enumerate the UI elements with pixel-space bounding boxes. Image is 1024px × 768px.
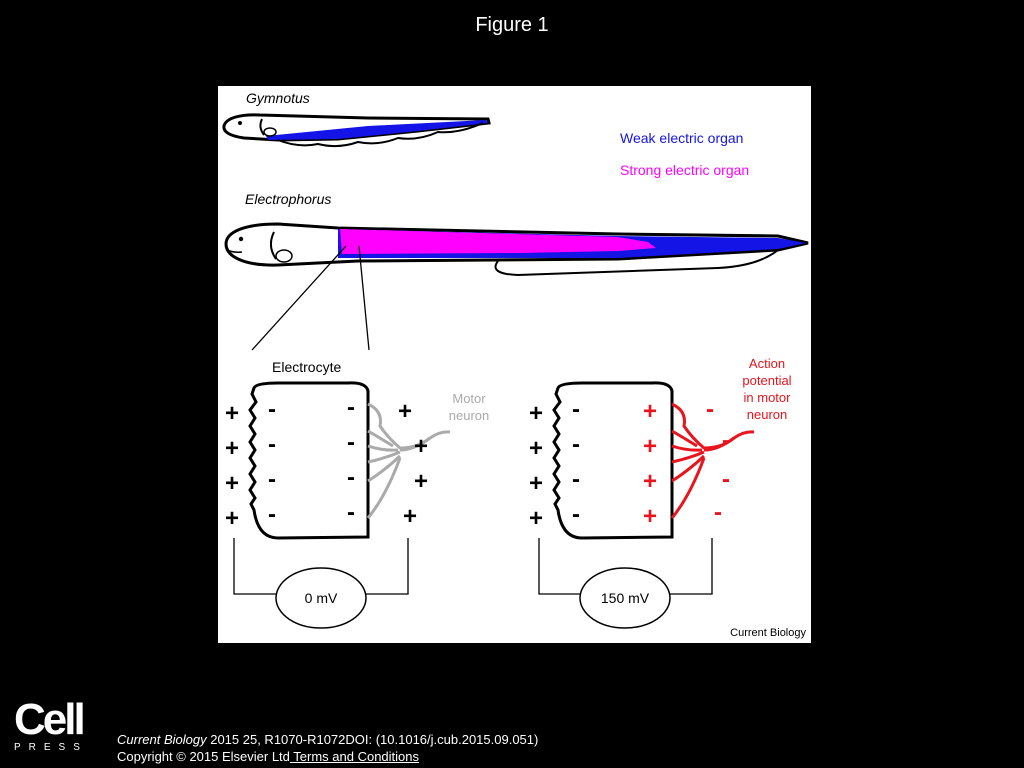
charge-outer-right-resting: + + + + (398, 398, 428, 530)
charge-plus: + (529, 435, 543, 462)
logo-sub: PRESS (14, 742, 88, 753)
charge-plus: + (398, 398, 412, 425)
voltmeter-reading-active: 150 mV (601, 590, 650, 606)
charge-plus: + (643, 468, 657, 495)
charge-plus: + (414, 433, 428, 460)
motor-neuron-label-line2: neuron (449, 408, 489, 423)
gymnotus-fish: Gymnotus (222, 90, 491, 148)
charge-minus: - (722, 466, 730, 493)
charge-plus: + (225, 400, 239, 427)
action-potential-label-line3: in motor (744, 390, 792, 405)
electrocyte-active: Action potential in motor neuron + + + +… (529, 356, 792, 629)
voltmeter-wire-right (538, 538, 581, 595)
citation-line: Current Biology 2015 25, R1070-R1072DOI:… (117, 731, 538, 748)
journal-name: Current Biology (117, 732, 207, 747)
charge-plus: + (643, 433, 657, 460)
charge-plus: + (529, 470, 543, 497)
charge-outer-right-active: - - - - (706, 396, 730, 526)
action-potential-label-line1: Action (749, 356, 785, 371)
figure-credit: Current Biology (730, 627, 806, 639)
electrocyte-resting: Motor neuron + + + + - - - - - - - - + +… (225, 381, 489, 629)
copyright-line: Copyright © 2015 Elsevier Ltd Terms and … (117, 748, 538, 765)
action-potential-label-line2: potential (742, 373, 791, 388)
motor-neuron-resting (366, 402, 451, 519)
citation-details: 2015 25, R1070-R1072DOI: (10.1016/j.cub.… (206, 732, 539, 747)
charge-minus: - (347, 464, 355, 491)
charge-minus: - (714, 499, 722, 526)
electrophorus-label: Electrophorus (245, 191, 331, 207)
action-potential-label-line4: neuron (747, 407, 787, 422)
electrophorus-fin (494, 249, 779, 277)
electrophorus-strong-organ (340, 229, 656, 254)
charge-plus: + (403, 503, 417, 530)
electrocyte-cell-right (552, 381, 674, 540)
charge-outer-left-resting: + + + + (225, 400, 239, 532)
action-potential-label: Action potential in motor neuron (742, 356, 791, 422)
legend-strong-organ: Strong electric organ (620, 162, 749, 178)
legend-weak-organ: Weak electric organ (620, 130, 743, 146)
charge-minus: - (572, 466, 580, 493)
copyright-text: Copyright © 2015 Elsevier Ltd (117, 749, 290, 764)
charge-plus: + (643, 398, 657, 425)
legend: Weak electric organ Strong electric orga… (620, 130, 749, 178)
terms-link[interactable]: Terms and Conditions (289, 749, 420, 764)
charge-plus: + (529, 400, 543, 427)
motor-neuron-active (670, 402, 755, 519)
gymnotus-eye (238, 121, 242, 125)
charge-inner-right-active: + + + + (643, 398, 657, 530)
charge-minus: - (572, 396, 580, 423)
gymnotus-label: Gymnotus (246, 90, 310, 106)
motor-neuron-label-line1: Motor (452, 391, 486, 406)
charge-minus: - (268, 501, 276, 528)
electrocyte-cell-left (248, 381, 370, 540)
charge-outer-left-active: + + + + (529, 400, 543, 532)
charge-minus: - (347, 429, 355, 456)
charge-plus: + (225, 505, 239, 532)
charge-minus: - (347, 499, 355, 526)
voltmeter-wire-right (670, 538, 713, 595)
charge-plus: + (414, 468, 428, 495)
citation: Current Biology 2015 25, R1070-R1072DOI:… (117, 731, 538, 765)
gymnotus-weak-organ (266, 120, 488, 140)
voltmeter-wire-left (364, 538, 409, 595)
electrocyte-label: Electrocyte (272, 359, 341, 375)
charge-inner-left-resting: - - - - (268, 396, 276, 528)
slide-title: Figure 1 (475, 14, 549, 36)
voltmeter-active (579, 567, 671, 629)
charge-minus: - (572, 501, 580, 528)
charge-minus: - (572, 431, 580, 458)
charge-minus: - (268, 466, 276, 493)
charge-plus: + (225, 435, 239, 462)
charge-plus: + (225, 470, 239, 497)
voltmeter-wire-left (233, 538, 277, 595)
electrophorus-fish: Electrophorus (224, 191, 809, 277)
charge-inner-right-resting: - - - - (347, 394, 355, 526)
charge-minus: - (268, 396, 276, 423)
charge-minus: - (706, 396, 714, 423)
figure-panel: Gymnotus Electrophorus Weak electric org… (218, 86, 811, 643)
zoom-line-right (358, 245, 370, 351)
zoom-line-left (251, 245, 347, 351)
logo-word: Cell (14, 695, 86, 744)
charge-minus: - (347, 394, 355, 421)
voltmeter-resting (275, 567, 367, 629)
charge-plus: + (529, 505, 543, 532)
voltmeter-reading-resting: 0 mV (305, 590, 338, 606)
charge-minus: - (268, 431, 276, 458)
charge-plus: + (643, 503, 657, 530)
gymnotus-fin (277, 122, 484, 148)
cell-press-logo: Cell PRESS (14, 695, 88, 754)
charge-minus: - (722, 427, 730, 454)
charge-inner-left-active: - - - - (572, 396, 580, 528)
electrophorus-eye (238, 236, 244, 242)
